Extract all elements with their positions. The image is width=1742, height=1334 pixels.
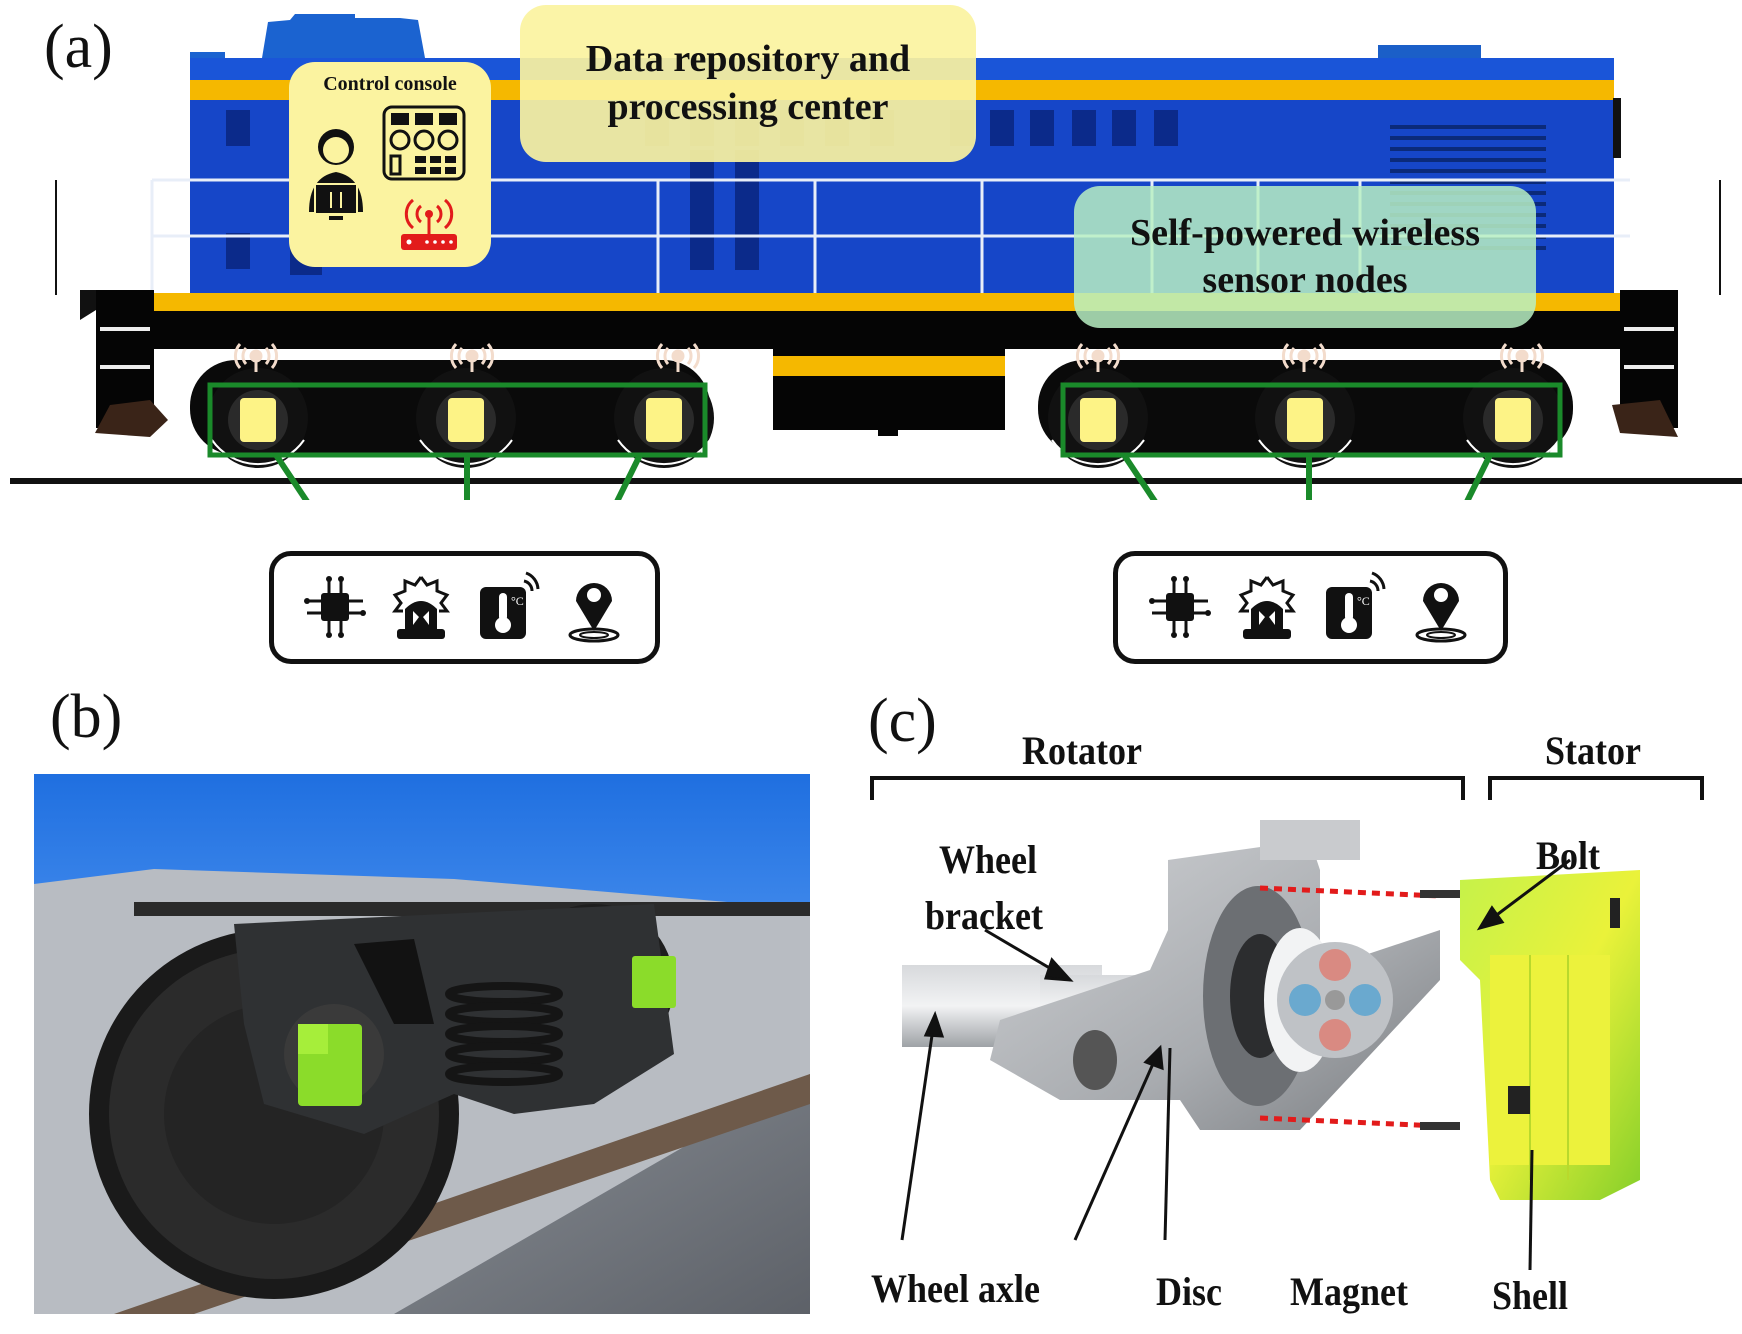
right-ladder (1612, 180, 1721, 437)
sensor-node (448, 398, 484, 442)
sensor-nodes-line-2: sensor nodes (1202, 259, 1408, 301)
rear-sensor-functions-box: °C (1113, 551, 1508, 664)
shell-label: Shell (1492, 1273, 1569, 1318)
stator-label: Stator (1545, 728, 1641, 773)
left-ladder (55, 180, 168, 437)
processor-chip-icon (303, 571, 367, 645)
exploded-3d-model (900, 820, 1640, 1271)
svg-text:°C: °C (1357, 594, 1370, 608)
bogie-photo (34, 774, 810, 1314)
rotator-stator-brackets (870, 776, 1704, 800)
arrow-head (923, 1010, 945, 1038)
sensor-node-green (632, 956, 676, 1008)
locomotive-cab-roof (190, 14, 425, 70)
bolt-label: Bolt (1536, 833, 1601, 878)
antenna-icons (233, 343, 1545, 372)
antenna-icon (233, 343, 279, 372)
rotator-label: Rotator (1022, 728, 1142, 773)
sensor-node-glows (228, 390, 1543, 450)
control-panel-icon (382, 105, 466, 181)
alarm-beacon-icon (1235, 571, 1299, 645)
fuel-tank (773, 336, 1005, 430)
antenna-icon (449, 343, 495, 372)
panel-a-label: (a) (44, 13, 113, 81)
stator-bracket (1488, 776, 1704, 800)
antenna-icon (1499, 343, 1545, 372)
processor-chip-icon (1148, 571, 1212, 645)
antenna-icon (655, 343, 701, 372)
temperature-sensor-icon: °C (476, 571, 540, 645)
data-repository-line-2: processing center (607, 85, 889, 128)
sensor-node (240, 398, 276, 442)
data-flow-arrows (273, 453, 1493, 500)
control-console-title: Control console (323, 73, 457, 95)
wheel-bracket-label-line-2: bracket (925, 893, 1043, 938)
rail-track (10, 478, 1742, 484)
panel-c-label: (c) (868, 687, 937, 755)
data-repository-line-1: Data repository and (585, 38, 911, 80)
rotator-bracket (870, 776, 1465, 800)
location-pin-icon (562, 571, 626, 645)
wheel-axle-label: Wheel axle (871, 1266, 1040, 1311)
control-console-callout: Control console (289, 62, 491, 267)
front-sensor-group-box (207, 382, 708, 458)
svg-text:°C: °C (511, 594, 524, 608)
arrow-head (1043, 957, 1074, 982)
antenna-icon (1281, 343, 1327, 372)
data-repository-callout: Data repository and processing center (520, 5, 976, 162)
callout-arrows (900, 858, 1571, 1271)
sensor-nodes-callout: Self-powered wireless sensor nodes (1074, 186, 1536, 328)
wheel-bracket-label-line-1: Wheel (939, 837, 1037, 882)
springs (445, 982, 563, 1086)
sensor-nodes-line-1: Self-powered wireless (1129, 211, 1481, 254)
sensor-node (1495, 398, 1531, 442)
antenna-icon (1075, 343, 1121, 372)
sensor-node (646, 398, 682, 442)
bolt-part (1420, 890, 1460, 898)
panel-b-label: (b) (50, 683, 123, 751)
operator-headset-icon (309, 129, 363, 220)
arrow-head (1476, 905, 1505, 931)
wireless-router-icon (401, 198, 457, 250)
location-pin-icon (1409, 571, 1473, 645)
arrow-head (1143, 1044, 1164, 1071)
magnet-label: Magnet (1290, 1269, 1408, 1314)
car-body (34, 774, 810, 909)
disc-label: Disc (1156, 1269, 1222, 1314)
front-sensor-functions-box: °C (269, 551, 660, 664)
temperature-sensor-icon: °C (1322, 571, 1386, 645)
sensor-node (1287, 398, 1323, 442)
alarm-beacon-icon (389, 571, 453, 645)
sensor-node (1080, 398, 1116, 442)
